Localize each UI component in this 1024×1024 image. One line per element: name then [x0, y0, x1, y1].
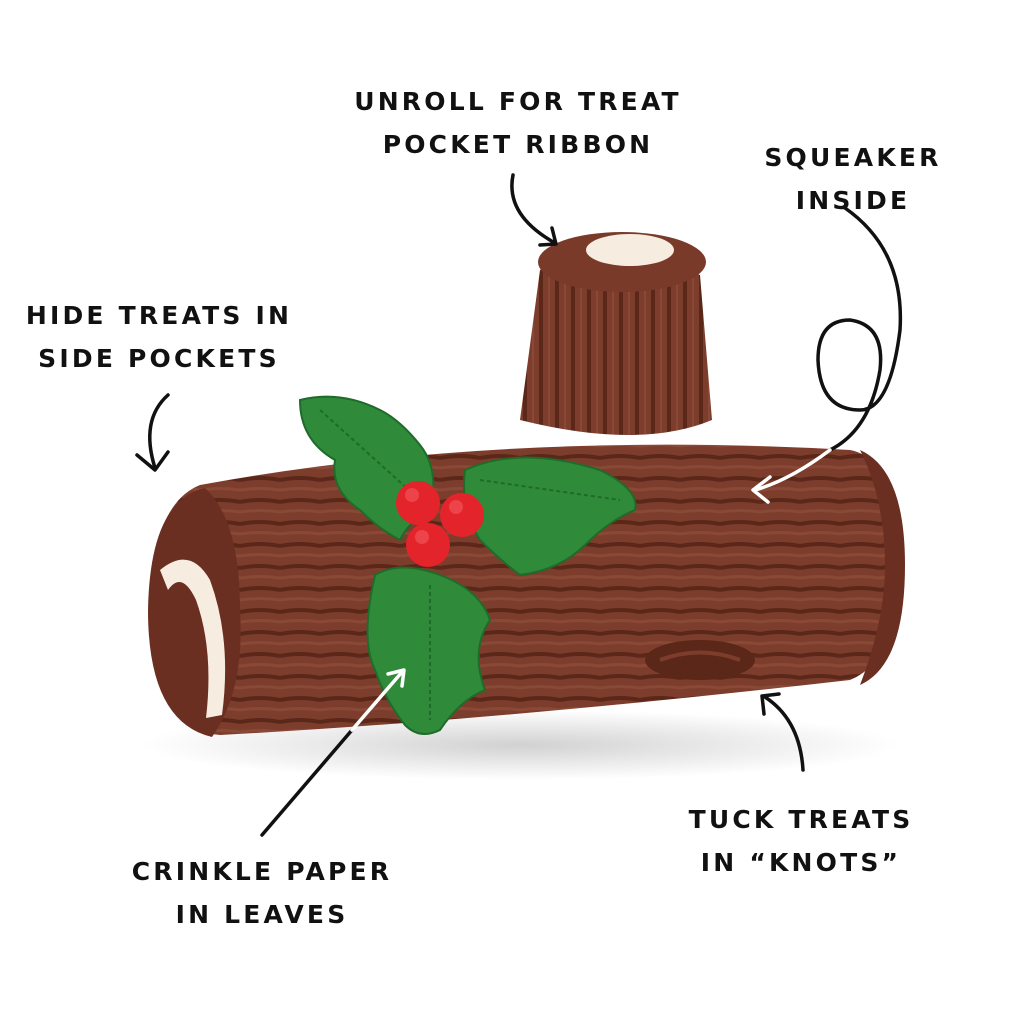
arrow-treat-ribbon — [510, 173, 558, 247]
callout-knots-line2: IN “KNOTS” — [700, 848, 902, 877]
callout-treat-ribbon-line1: UNROLL FOR TREAT — [354, 87, 682, 116]
callout-side-pockets-line2: SIDE POCKETS — [38, 344, 280, 373]
callout-squeaker-line2: INSIDE — [795, 186, 911, 215]
callout-side-pockets-line1: HIDE TREATS IN — [25, 301, 293, 330]
knot — [645, 640, 755, 680]
callout-crinkle-line1: CRINKLE PAPER — [131, 857, 393, 886]
branch-stump — [520, 232, 712, 435]
callout-treat-ribbon-line2: POCKET RIBBON — [382, 130, 654, 159]
log-end-swirl — [148, 488, 241, 737]
callout-squeaker-line1: SQUEAKER — [764, 143, 942, 172]
callout-squeaker: SQUEAKER INSIDE — [748, 136, 958, 222]
treat-ribbon-end — [586, 234, 674, 266]
callout-knots: TUCK TREATS IN “KNOTS” — [676, 798, 926, 884]
log-end-right — [860, 450, 905, 685]
arrow-crinkle — [260, 668, 406, 837]
callout-knots-line1: TUCK TREATS — [688, 805, 914, 834]
log-body — [148, 444, 905, 737]
callout-crinkle-line2: IN LEAVES — [175, 900, 349, 929]
callout-treat-ribbon: UNROLL FOR TREAT POCKET RIBBON — [338, 80, 698, 166]
callout-side-pockets: HIDE TREATS IN SIDE POCKETS — [14, 294, 304, 380]
callout-crinkle: CRINKLE PAPER IN LEAVES — [112, 850, 412, 936]
arrow-side-pockets — [135, 393, 170, 472]
holly-berries — [396, 481, 484, 567]
arrow-squeaker — [751, 206, 903, 504]
arrow-knots — [760, 692, 805, 772]
